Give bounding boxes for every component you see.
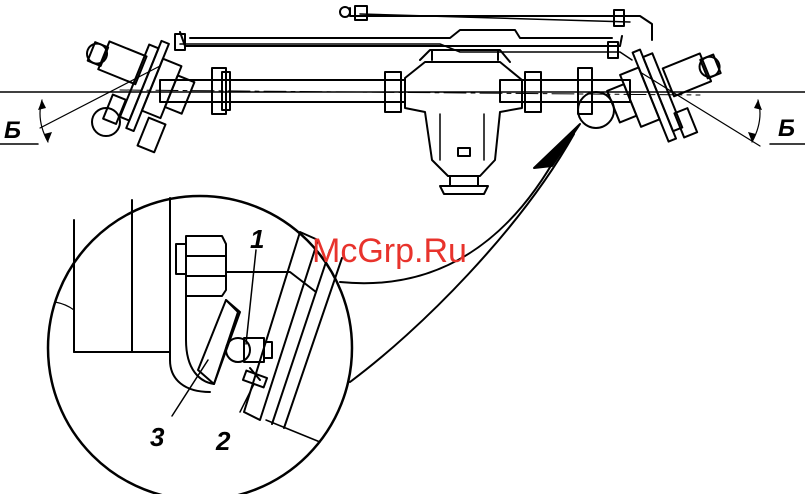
angle-label-left: Б bbox=[4, 117, 21, 144]
angle-label-right: Б bbox=[778, 115, 795, 142]
detail-circle bbox=[48, 196, 352, 494]
differential bbox=[405, 50, 522, 194]
watermark: McGrp.Ru bbox=[312, 232, 467, 270]
callout-label-2: 2 bbox=[215, 426, 231, 456]
callout-label-1: 1 bbox=[250, 224, 264, 254]
axle-housing bbox=[160, 68, 630, 114]
tie-rods bbox=[175, 6, 652, 60]
magnified-detail bbox=[48, 196, 352, 494]
detail-target-circle bbox=[578, 92, 614, 128]
callout-label-3: 3 bbox=[150, 422, 165, 452]
